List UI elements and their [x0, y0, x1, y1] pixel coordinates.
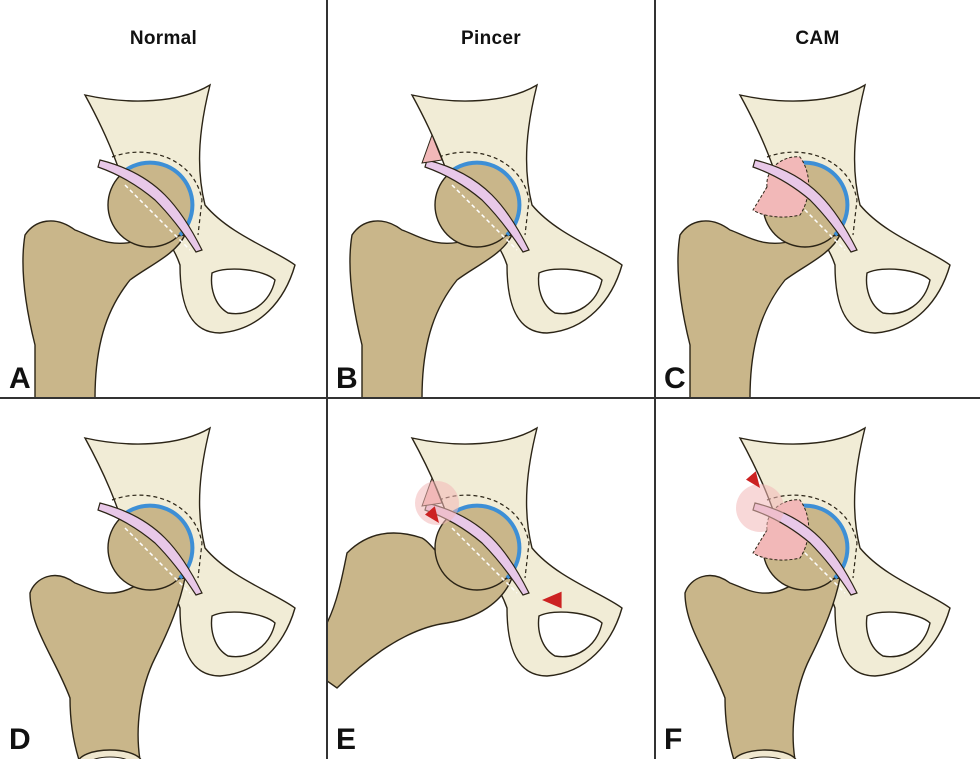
femur-shaft: [350, 221, 512, 398]
panel-label-c: C: [664, 364, 686, 394]
panel-label-d: D: [9, 725, 31, 755]
divider-horizontal: [0, 397, 980, 399]
panel-b: Pincer B: [327, 0, 655, 398]
normal-hip-drawing: [0, 0, 327, 398]
cam-impinged-hip-drawing: [655, 398, 980, 759]
divider-vertical-2: [654, 0, 656, 759]
pincer-hip-drawing: [327, 0, 655, 398]
divider-vertical-1: [326, 0, 328, 759]
pincer-impinged-hip-drawing: [327, 398, 655, 759]
femur-shaft: [23, 221, 185, 398]
normal-flexed-hip-drawing: [0, 398, 327, 759]
panel-label-e: E: [336, 725, 356, 755]
cam-hip-drawing: [655, 0, 980, 398]
panel-f: F: [655, 398, 980, 759]
panel-a: Normal A: [0, 0, 327, 398]
impingement-glow: [736, 484, 784, 532]
panel-label-f: F: [664, 725, 682, 755]
femur-shaft: [685, 576, 840, 759]
femur-shaft: [30, 576, 185, 759]
panel-d: D: [0, 398, 327, 759]
panel-c: CAM C: [655, 0, 980, 398]
femur-shaft: [678, 221, 840, 398]
panel-label-b: B: [336, 364, 358, 394]
panel-e: E: [327, 398, 655, 759]
panel-label-a: A: [9, 364, 31, 394]
